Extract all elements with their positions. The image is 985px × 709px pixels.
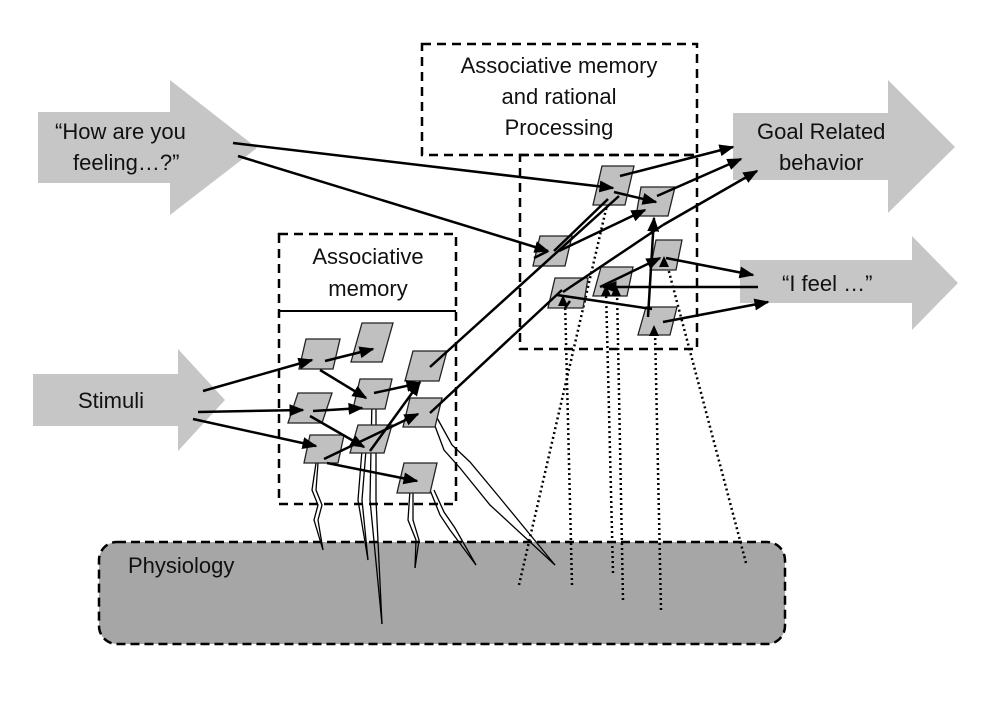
arrow — [656, 157, 743, 198]
dotted-link — [653, 329, 663, 611]
dotted-arrowheads — [558, 256, 669, 336]
physiology-label: Physiology — [128, 553, 234, 578]
physiology-link — [407, 489, 417, 569]
arrow — [323, 412, 420, 461]
physiology-link — [311, 462, 324, 551]
goal-text-line1: Goal Related — [757, 119, 885, 144]
arrow — [429, 195, 620, 368]
physiology-link — [315, 462, 324, 551]
arrow — [556, 293, 653, 311]
physiology-link — [433, 489, 477, 566]
arrowhead — [601, 285, 611, 296]
dotted-link — [517, 204, 609, 586]
memory-node — [350, 322, 394, 363]
arrow — [662, 298, 770, 324]
dotted-link — [615, 289, 625, 601]
arrow — [662, 169, 759, 227]
arrow — [197, 404, 305, 417]
physiology-link — [361, 449, 369, 561]
arrowhead — [558, 295, 568, 306]
physiology-link — [429, 489, 477, 566]
i-feel-output-arrow: “I feel …” — [740, 236, 958, 330]
physiology-link — [412, 490, 420, 569]
arrow — [558, 208, 647, 253]
arrow — [192, 417, 318, 449]
arrow — [563, 300, 572, 309]
rational-node — [547, 277, 589, 309]
dotted-feedback-lines — [517, 204, 748, 611]
arrow — [665, 256, 755, 279]
i-feel-text: “I feel …” — [782, 271, 872, 296]
associative-label-line2: memory — [328, 276, 407, 301]
memory-node — [287, 392, 333, 424]
arrow — [613, 190, 658, 205]
arrow — [312, 402, 364, 415]
arrow — [324, 346, 375, 363]
rational-label-line1: Associative memory — [461, 53, 658, 78]
arrow — [232, 141, 615, 193]
physiology-link — [431, 417, 556, 566]
rational-label-line3: Processing — [505, 115, 614, 140]
physiology-link — [357, 449, 369, 561]
rational-processing-region: Associative memory and rational Processi… — [420, 42, 699, 351]
question-input-arrow: “How are you feeling…?” — [38, 80, 257, 215]
arrowhead — [659, 256, 669, 267]
goal-text-line2: behavior — [779, 150, 863, 175]
associative-nodes — [287, 322, 448, 494]
memory-node — [404, 350, 448, 382]
associative-label-line1: Associative — [312, 244, 423, 269]
physiology-region: Physiology — [97, 540, 787, 646]
arrow — [533, 249, 549, 260]
arrow — [619, 144, 735, 178]
goal-behavior-output-arrow: Goal Related behavior — [733, 80, 955, 213]
connection-arrows — [192, 141, 770, 485]
arrow — [319, 368, 368, 400]
question-text-line1: “How are you — [55, 119, 186, 144]
question-text-line2: feeling…?” — [73, 150, 179, 175]
arrow — [368, 380, 422, 452]
arrow — [553, 198, 609, 252]
arrow — [326, 461, 419, 485]
stimuli-text: Stimuli — [78, 388, 144, 413]
rational-label-line2: and rational — [502, 84, 617, 109]
memory-node — [298, 338, 341, 370]
stimuli-input-arrow: Stimuli — [33, 349, 225, 451]
arrow — [562, 223, 664, 294]
physiology-link — [435, 415, 556, 566]
arrowhead — [649, 325, 659, 336]
arrow — [202, 357, 314, 393]
arrowhead — [611, 285, 621, 296]
arrow — [309, 414, 366, 449]
arrow — [237, 154, 550, 253]
dotted-link — [666, 267, 748, 564]
arrow — [429, 289, 563, 414]
memory-node — [402, 397, 443, 428]
dotted-link — [604, 289, 615, 574]
